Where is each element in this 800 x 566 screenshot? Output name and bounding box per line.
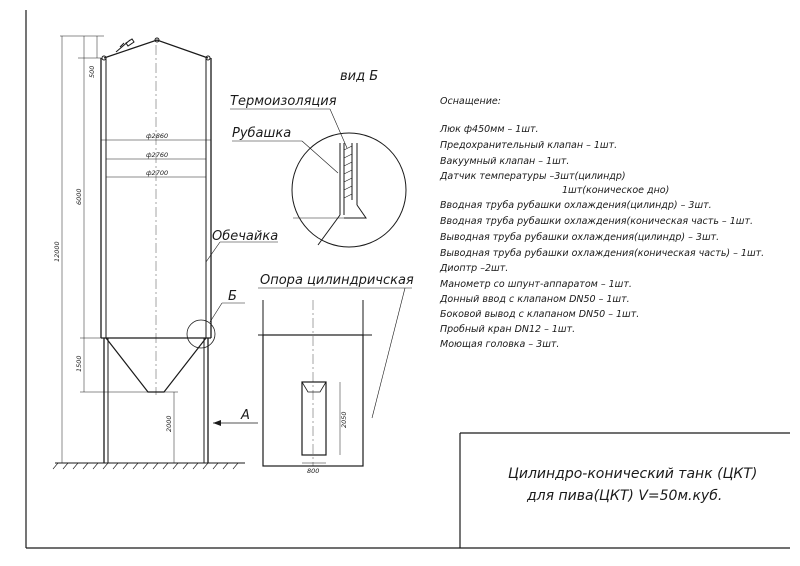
label-arrow-a: А	[240, 408, 250, 423]
label-support: Опора цилиндричская	[260, 273, 414, 288]
dim-d1: ф2860	[146, 132, 168, 140]
label-jacket: Рубашка	[232, 126, 291, 141]
dim-hatch-w: 800	[307, 467, 319, 475]
equipment-item: Манометр со шпунт-аппаратом – 1шт.	[440, 279, 632, 290]
equipment-item: Моющая головка – 3шт.	[440, 339, 559, 350]
vertical-dimensions	[60, 35, 178, 463]
dim-d3: ф2700	[146, 169, 168, 177]
equipment-item: Пробный кран DN12 – 1шт.	[440, 324, 575, 335]
ground-line	[52, 462, 245, 470]
label-callout-b: Б	[228, 289, 237, 304]
title-line-1: Цилиндро-конический танк (ЦКТ)	[508, 466, 757, 482]
equipment-item: Датчик температуры –3шт(цилиндр)	[439, 171, 626, 182]
dim-top: 500	[88, 66, 96, 78]
equipment-item: Боковой вывод с клапаном DN50 – 1шт.	[440, 309, 639, 320]
equipment-item: Люк ф450мм – 1шт.	[439, 124, 539, 135]
sheet-frame	[25, 10, 790, 549]
view-label: вид Б	[340, 69, 378, 84]
label-shell: Обечайка	[212, 229, 278, 244]
label-insulation: Термоизоляция	[230, 94, 337, 109]
equipment-item: Вакуумный клапан – 1шт.	[440, 156, 569, 167]
support-detail	[258, 287, 412, 467]
dim-d2: ф2760	[146, 151, 168, 159]
equipment-item: Вводная труба рубашки охлаждения(цилиндр…	[440, 200, 712, 211]
equipment-item: Выводная труба рубашки охлаждения(цилинд…	[440, 232, 719, 243]
equipment-item: Предохранительный клапан – 1шт.	[440, 140, 617, 151]
dim-cylinder: 6000	[75, 188, 83, 205]
dim-cone: 1500	[75, 355, 83, 372]
equipment-item: 1шт(коническое дно)	[562, 185, 669, 196]
equipment-item: Донный ввод с клапаном DN50 – 1шт.	[439, 294, 630, 305]
dim-hatch-h: 2050	[340, 411, 348, 428]
tank-elevation	[100, 37, 278, 463]
equipment-item: Диоптр –2шт.	[439, 263, 508, 274]
equipment-list: Оснащение: Люк ф450мм – 1шт. Предохранит…	[439, 96, 764, 350]
dim-total: 12000	[53, 241, 61, 262]
equipment-heading: Оснащение:	[440, 96, 501, 107]
equipment-item: Выводная труба рубашки охлаждения(кониче…	[440, 248, 764, 259]
title-line-2: для пива(ЦКТ) V=50м.куб.	[526, 488, 722, 504]
detail-view-b	[230, 108, 407, 248]
equipment-item: Вводная труба рубашки охлаждения(коничес…	[440, 216, 753, 227]
dim-legs: 2000	[165, 415, 173, 432]
